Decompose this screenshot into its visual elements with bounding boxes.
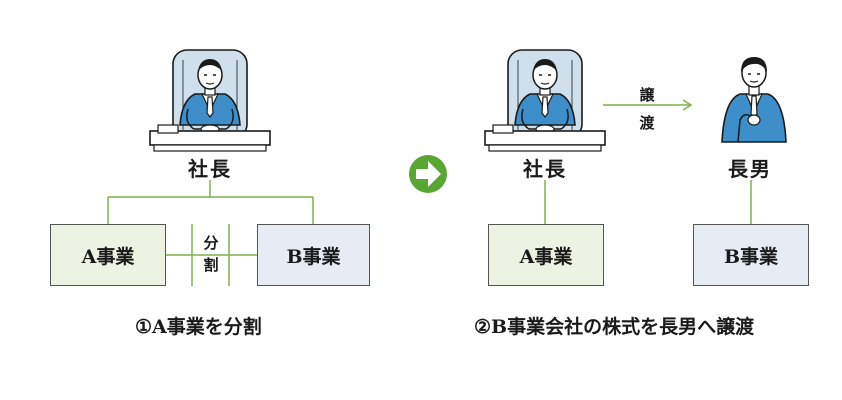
transfer-label: 譲 渡 xyxy=(637,84,657,134)
eldest-son-icon xyxy=(721,56,787,143)
business-a-box: A事業 xyxy=(50,224,166,286)
ceo-label: 社長 xyxy=(188,157,232,181)
split-label: 分 割 xyxy=(201,232,221,276)
business-b-box: B事業 xyxy=(693,224,809,286)
split-label-char-2: 割 xyxy=(203,256,219,274)
right-connectors xyxy=(544,180,752,224)
ceo-at-desk-icon xyxy=(149,49,271,152)
next-step-arrow-icon xyxy=(409,155,447,193)
transfer-label-char-2: 渡 xyxy=(639,114,655,132)
ceo-label: 社長 xyxy=(523,157,567,181)
business-b-box: B事業 xyxy=(257,224,370,286)
step2-caption: ②B事業会社の株式を長男へ譲渡 xyxy=(474,316,755,338)
eldest-son-label: 長男 xyxy=(728,157,772,181)
business-a-box: A事業 xyxy=(488,224,604,286)
transfer-arrow xyxy=(603,99,693,111)
split-label-char-1: 分 xyxy=(203,234,219,252)
step1-caption: ①A事業を分割 xyxy=(135,316,262,338)
left-connectors xyxy=(107,180,314,286)
transfer-label-char-1: 譲 xyxy=(639,86,655,104)
ceo-at-desk-icon xyxy=(484,49,606,152)
